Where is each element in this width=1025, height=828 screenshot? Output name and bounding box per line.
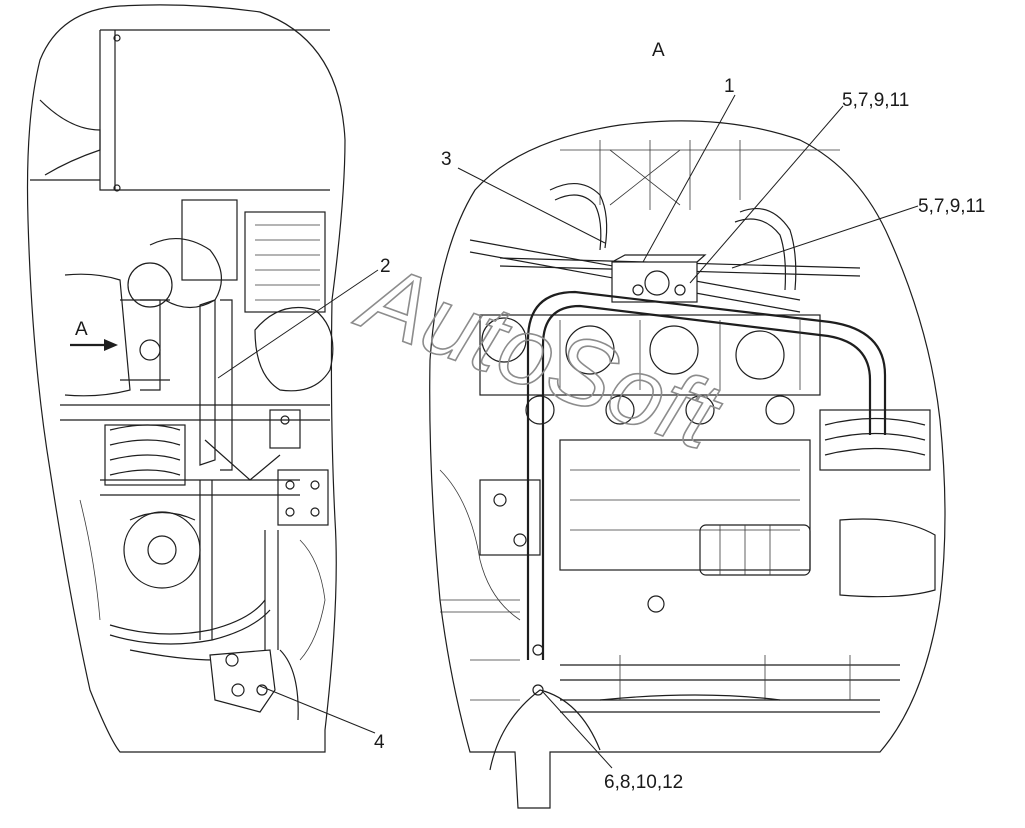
leader-3 [457,167,606,244]
left-view [26,4,346,753]
right-view-outline [429,120,946,809]
right-spring [819,409,931,471]
view-label-top: A [652,40,665,61]
bent-pipe [526,290,887,660]
callout-5-7-9-11-lower: 5,7,9,11 [918,196,985,217]
engine-block [479,314,821,613]
right-view [429,120,946,809]
leader-6 [542,691,613,769]
clamp-bracket-1 [611,254,707,303]
leader-lines [217,94,919,769]
leader-2 [217,269,379,379]
callout-3: 3 [441,149,452,170]
spring [104,424,186,486]
left-view-outline [26,4,346,753]
callout-6-8-10-12: 6,8,10,12 [604,772,683,793]
view-arrow-head [104,339,118,351]
callout-4: 4 [374,732,385,753]
view-arrow-label: A [75,319,88,340]
callout-2: 2 [380,256,391,277]
mount-plate-4 [209,649,276,713]
leader-5a [689,105,844,284]
callout-1: 1 [724,76,735,97]
callout-5-7-9-11-upper: 5,7,9,11 [842,90,909,111]
leader-1 [642,94,736,263]
leader-5b [731,205,919,269]
leader-4 [259,685,376,734]
